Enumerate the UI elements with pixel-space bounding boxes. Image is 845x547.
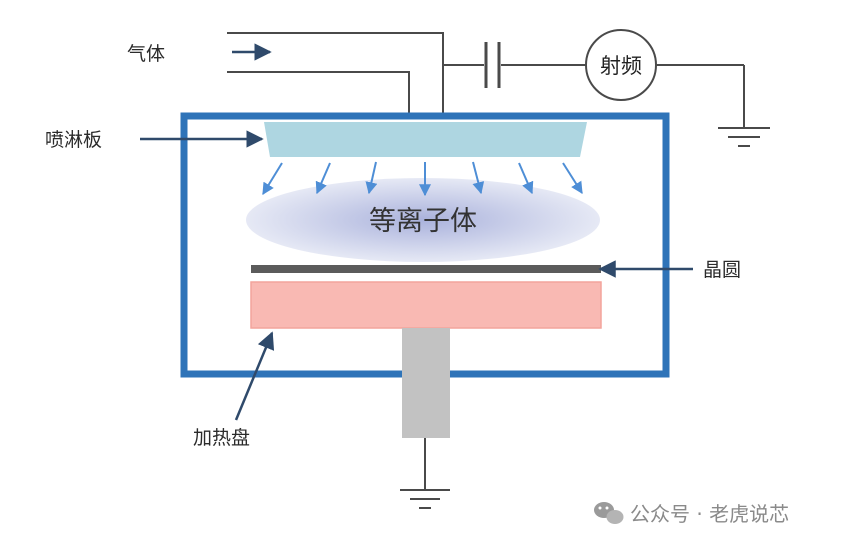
rf-circuit xyxy=(443,42,745,128)
wafer-label: 晶圆 xyxy=(703,259,741,281)
heater-pointer-arrow xyxy=(234,331,275,421)
heater-label: 加热盘 xyxy=(193,427,250,449)
rf-source-label: 射频 xyxy=(600,54,642,78)
plasma-cloud xyxy=(246,178,600,262)
wafer xyxy=(251,265,601,273)
rf-source-circle xyxy=(585,29,657,101)
showerhead-plate xyxy=(264,122,587,157)
plasma-label: 等离子体 xyxy=(369,206,477,237)
wechat-icon xyxy=(594,502,624,524)
watermark-text: 公众号 · 老虎说芯 xyxy=(630,502,789,526)
gas-inlet-lines xyxy=(227,32,444,115)
gas-label: 气体 xyxy=(127,43,165,65)
pedestal-shaft xyxy=(402,328,450,438)
gas-flow-arrows xyxy=(262,161,583,197)
showerhead-label: 喷淋板 xyxy=(45,129,102,151)
ground-icon-bottom xyxy=(400,438,450,509)
watermark: 公众号 · 老虎说芯 xyxy=(594,502,789,526)
heater-plate xyxy=(250,281,602,329)
ground-icon-top xyxy=(718,127,770,147)
